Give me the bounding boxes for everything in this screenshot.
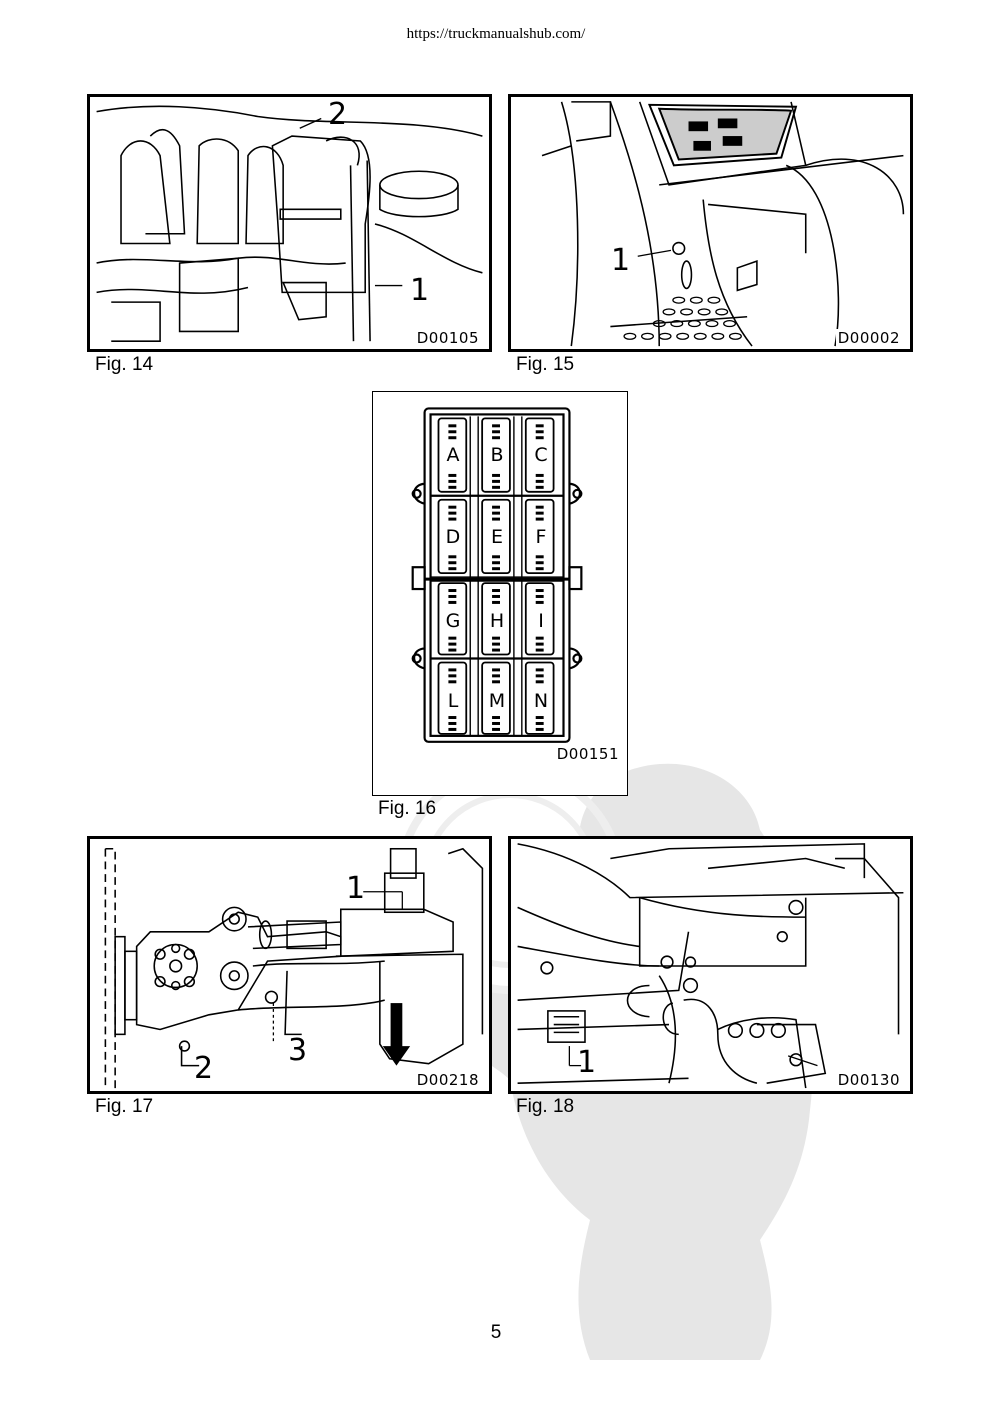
figure-15-panel: 1 D00002 [508,94,913,352]
figure-16-caption: Fig. 16 [378,798,437,819]
figure-14-code: D00105 [414,329,481,347]
figure-17-caption: Fig. 17 [95,1096,154,1117]
power-takeoff-drawing [104,847,484,1089]
fuse-f-label: F [535,526,547,548]
figure-18-caption: Fig. 18 [516,1096,575,1117]
figure-16-panel: A B C D E F G H I L M N D00151 [372,391,628,796]
fuse-b-label: B [490,444,504,466]
callout-1: 1 [346,871,366,906]
figure-16-code: D00151 [554,745,621,763]
callout-1: 1 [611,243,631,278]
callout-2: 2 [328,97,348,132]
fuse-c-label: C [534,444,548,466]
callout-1: 1 [410,273,430,308]
page-number: 5 [490,1322,502,1343]
fuse-i-label: I [538,610,544,632]
fuse-m-label: M [488,690,506,712]
fuse-d-label: D [445,526,461,548]
figure-14-caption: Fig. 14 [95,354,154,375]
fuse-l-label: L [447,690,459,712]
figure-17-code: D00218 [414,1071,481,1089]
figure-18-code: D00130 [835,1071,902,1089]
figure-18-panel: 1 D00130 [508,836,913,1094]
coolant-reservoir-drawing [96,105,483,342]
cab-step-drawing [541,101,905,347]
chassis-plate-drawing [517,843,904,1089]
header-url: https://truckmanualshub.com/ [406,26,586,42]
fuse-n-label: N [533,690,549,712]
callout-3: 3 [288,1033,308,1068]
callout-1: 1 [577,1045,597,1080]
figure-14-panel: 2 1 D00105 [87,94,492,352]
figure-15-code: D00002 [835,329,902,347]
figure-17-panel: 1 2 3 D00218 [87,836,492,1094]
figure-15-caption: Fig. 15 [516,354,575,375]
fuse-g-label: G [445,610,461,632]
fuse-e-label: E [490,526,503,548]
fuse-h-label: H [489,610,505,632]
fuse-a-label: A [446,444,460,466]
fuse-box-drawing [411,407,583,743]
callout-2: 2 [194,1051,214,1086]
